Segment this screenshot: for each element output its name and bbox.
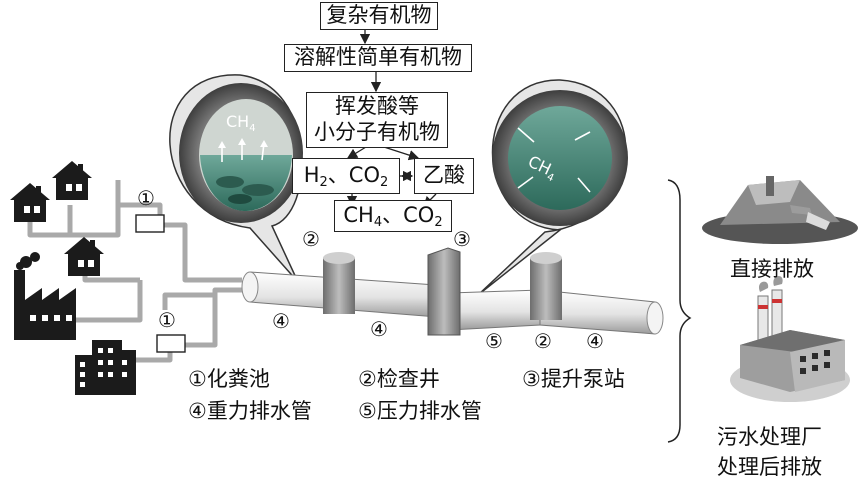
left-sewage-water [200,155,292,211]
legend-pump: ③提升泵站 [522,367,625,391]
well-top [530,252,562,264]
left-ch4-label: CH4 [226,112,256,134]
box-complex-organics: 复杂有机物 [320,2,438,30]
box-soluble-organics: 溶解性简单有机物 [284,44,472,72]
flow-arrow [383,146,420,161]
legend-well: ②检查井 [358,367,440,391]
legend-gravity-pipe: ④重力排水管 [188,399,312,423]
direct-discharge-icon [702,176,858,244]
output-bracket [667,179,692,443]
marker-gravity-1: ④ [272,309,290,333]
marker-gravity-2: ④ [370,317,388,341]
pipe-outlet [646,301,664,335]
flow-arrow [346,146,367,159]
output-direct-label: 直接排放 [730,257,814,281]
well-top [323,252,355,264]
marker-well-1: ② [302,227,320,251]
gas-arrow-heads [218,138,268,148]
factory-icon [14,252,76,340]
septic-tank [156,334,186,353]
apartment-icon [75,340,136,395]
sludge-blob [242,184,274,196]
box-acetic-acid: 乙酸 [414,158,474,194]
marker-pump: ③ [453,227,471,251]
output-plant-label-1: 污水处理厂 [717,425,822,449]
legend-pressure-pipe: ⑤压力排水管 [358,399,482,423]
marker-well-2: ② [534,329,552,353]
marker-pressure: ⑤ [485,329,503,353]
box-ch4-co2: CH4、CO2 [334,200,452,232]
box-volatile-acids: 挥发酸等小分子有机物 [306,92,448,148]
marker-septic-2: ① [158,308,176,332]
right-pipe-water [508,106,612,210]
septic-tank [135,214,165,233]
output-plant-label-2: 处理后排放 [717,455,822,479]
marker-gravity-3: ④ [586,329,604,353]
sludge-blob [228,194,252,204]
pressure-pipe [449,289,541,331]
inspection-well [530,258,562,320]
marker-septic-1: ① [137,186,155,210]
inspection-well [323,258,355,314]
treatment-plant-icon [730,275,850,402]
box-h2-co2: H2、CO2 [292,158,400,194]
pipe-inlet [241,271,259,303]
legend-septic: ①化粪池 [188,367,270,391]
pump-station [427,247,461,336]
right-gas-arrows [517,127,591,193]
sludge-blob [216,176,244,188]
house-windows [24,184,94,267]
